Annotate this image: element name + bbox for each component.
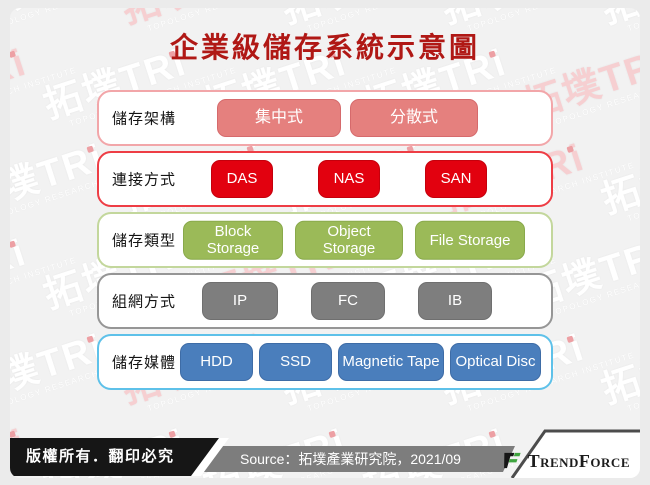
trendforce-logo: TrendForce (502, 450, 630, 471)
row-label: 儲存類型 (112, 232, 177, 250)
page-title: 企業級儲存系統示意圖 (169, 31, 480, 64)
row-label: 組網方式 (112, 293, 177, 311)
copyright-text: 版權所有．翻印必究 (26, 448, 175, 465)
diagram-node: SSD (259, 343, 332, 381)
diagram-node: FC (311, 282, 385, 320)
row-label: 儲存架構 (112, 110, 177, 128)
diagram-node: File Storage (415, 220, 525, 260)
diagram-node: Object Storage (295, 220, 403, 260)
diagram-node: 集中式 (217, 99, 341, 137)
diagram-node: NAS (318, 160, 380, 198)
diagram-node: DAS (211, 160, 273, 198)
source-text: Source：拓墣產業研究院，2021/09 (240, 451, 461, 467)
diagram-node: IB (418, 282, 492, 320)
category-row-3: 儲存類型 Block Storage Object Storage File Stor… (97, 212, 553, 268)
diagram-node: Magnetic Tape (338, 343, 444, 381)
row-nodes: Block Storage Object Storage File Storage (183, 220, 525, 260)
diagram-node: Optical Disc (450, 343, 541, 381)
row-nodes: IP FC IB (202, 282, 492, 320)
storage-diagram: 儲存架構 集中式分散式連接方式 DAS NAS SAN 儲存類型 Block Storage… (97, 90, 553, 395)
copyright-band (10, 438, 219, 476)
diagram-node: IP (202, 282, 278, 320)
row-label: 儲存媒體 (112, 354, 177, 372)
trendforce-wordmark: TrendForce (527, 450, 630, 471)
row-nodes: 集中式分散式 (217, 99, 478, 137)
row-nodes: DAS NAS SAN (211, 160, 487, 198)
category-row-1: 儲存架構 集中式分散式 (97, 90, 553, 146)
diagram-node: Block Storage (183, 220, 283, 260)
diagram-node: 分散式 (350, 99, 478, 137)
diagram-node: HDD (180, 343, 253, 381)
trendforce-icon (503, 452, 521, 469)
category-row-4: 組網方式 IP FC IB (97, 273, 553, 329)
row-label: 連接方式 (112, 171, 177, 189)
footer-bar: 版權所有．翻印必究 Source：拓墣產業研究院，2021/09 TrendFo… (10, 428, 640, 478)
brand-plaque (510, 429, 640, 478)
category-row-2: 連接方式 DAS NAS SAN (97, 151, 553, 207)
diagram-node: SAN (425, 160, 487, 198)
